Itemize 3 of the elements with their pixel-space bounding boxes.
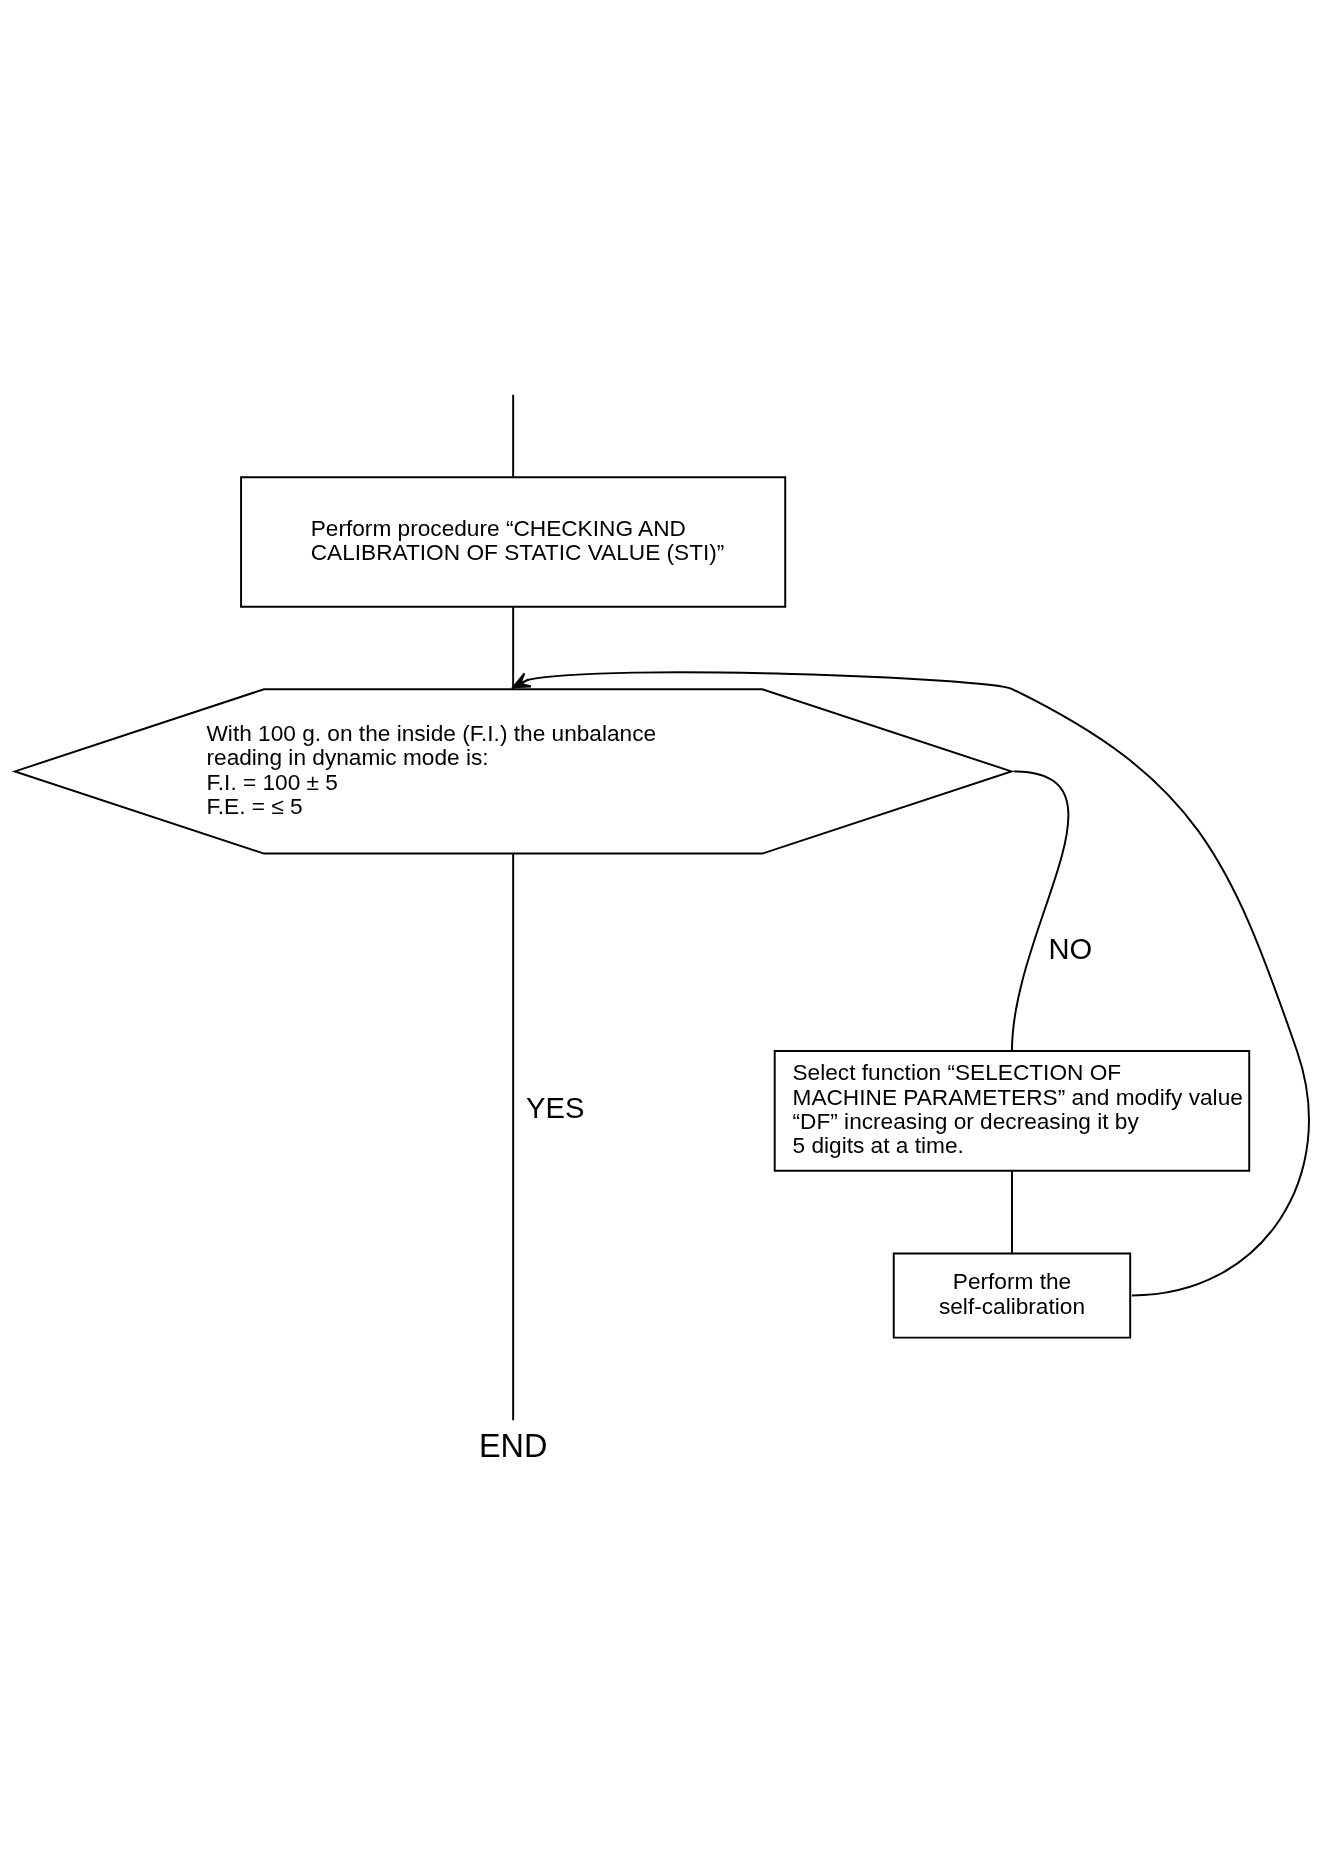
edge-label: YES [526, 1092, 585, 1125]
edge-label: NO [1048, 933, 1093, 966]
node-text: END [478, 1428, 548, 1465]
